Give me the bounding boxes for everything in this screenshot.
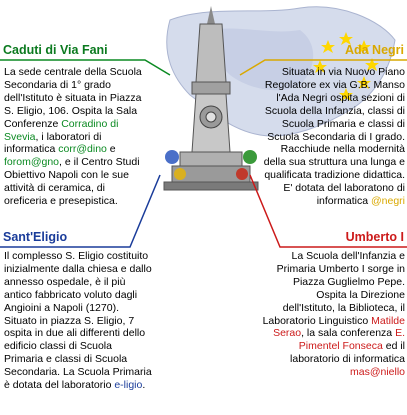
description-text: ed il laboratorio di informatica bbox=[290, 340, 405, 366]
description-umberto-i: La Scuola dell'Infanzia e Primaria Umber… bbox=[262, 250, 405, 379]
description-text: , i laboratori di informatica bbox=[4, 130, 102, 156]
description-text: e bbox=[106, 143, 116, 156]
description-ada-negri: Situata in via Nuovo Piano Regolatore ex… bbox=[263, 66, 405, 208]
description-text: Situata in via Nuovo Piano Regolatore ex… bbox=[263, 66, 405, 208]
section-title-umberto-i: Umberto I bbox=[345, 230, 404, 244]
description-text: , la sala conferenza bbox=[301, 327, 396, 340]
link-corradino-di-svevia[interactable]: Corradino di Svevia bbox=[4, 117, 119, 143]
link-masaniello-lab[interactable]: mas@niello bbox=[349, 366, 405, 379]
link-matilde-serao[interactable]: Matilde Serao bbox=[273, 314, 405, 340]
description-text: La sede centrale della Scuola Secondaria… bbox=[4, 66, 142, 130]
description-text: . bbox=[142, 379, 146, 392]
description-text: La Scuola dell'Infanzia e Primaria Umber… bbox=[262, 250, 405, 327]
obelisk-monument-image bbox=[163, 6, 259, 191]
description-caduti-via-fani: La sede centrale della Scuola Secondaria… bbox=[4, 66, 144, 208]
description-text: Il complesso S. Eligio costituito inizia… bbox=[4, 250, 152, 392]
link-pimentel-fonseca[interactable]: E. Pimentel Fonseca bbox=[298, 327, 405, 353]
link-negri-lab[interactable]: @negri bbox=[370, 195, 405, 208]
section-title-caduti-via-fani: Caduti di Via Fani bbox=[3, 43, 108, 57]
link-eligio-lab[interactable]: e-ligio bbox=[114, 379, 143, 392]
link-foromagno-lab[interactable]: forom@gno bbox=[4, 156, 60, 169]
description-text: , e il Centro Studi Obiettivo Napoli con… bbox=[4, 156, 140, 208]
link-corradino-lab[interactable]: corr@dino bbox=[58, 143, 107, 156]
description-sant-eligio: Il complesso S. Eligio costituito inizia… bbox=[4, 250, 152, 392]
section-title-sant-eligio: Sant'Eligio bbox=[3, 230, 68, 244]
section-title-ada-negri: Ada Negri bbox=[344, 43, 404, 57]
